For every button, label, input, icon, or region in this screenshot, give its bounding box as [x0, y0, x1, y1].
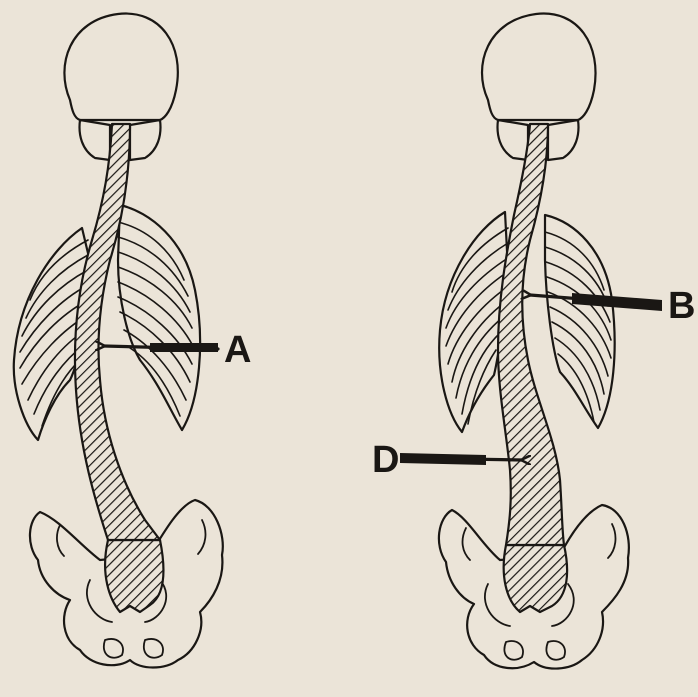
arrow-a-shaft	[150, 343, 218, 352]
arrow-d-shaft	[400, 453, 486, 465]
left-sacrum	[105, 540, 163, 612]
right-ribcage-right	[545, 215, 615, 428]
label-b: B	[668, 285, 695, 327]
left-skull	[64, 14, 177, 120]
left-spine-figure	[14, 14, 223, 668]
right-skull	[482, 14, 596, 120]
right-sacrum	[504, 545, 567, 612]
label-a: A	[224, 329, 251, 371]
label-d: D	[372, 439, 399, 481]
right-spine-figure	[400, 14, 662, 669]
